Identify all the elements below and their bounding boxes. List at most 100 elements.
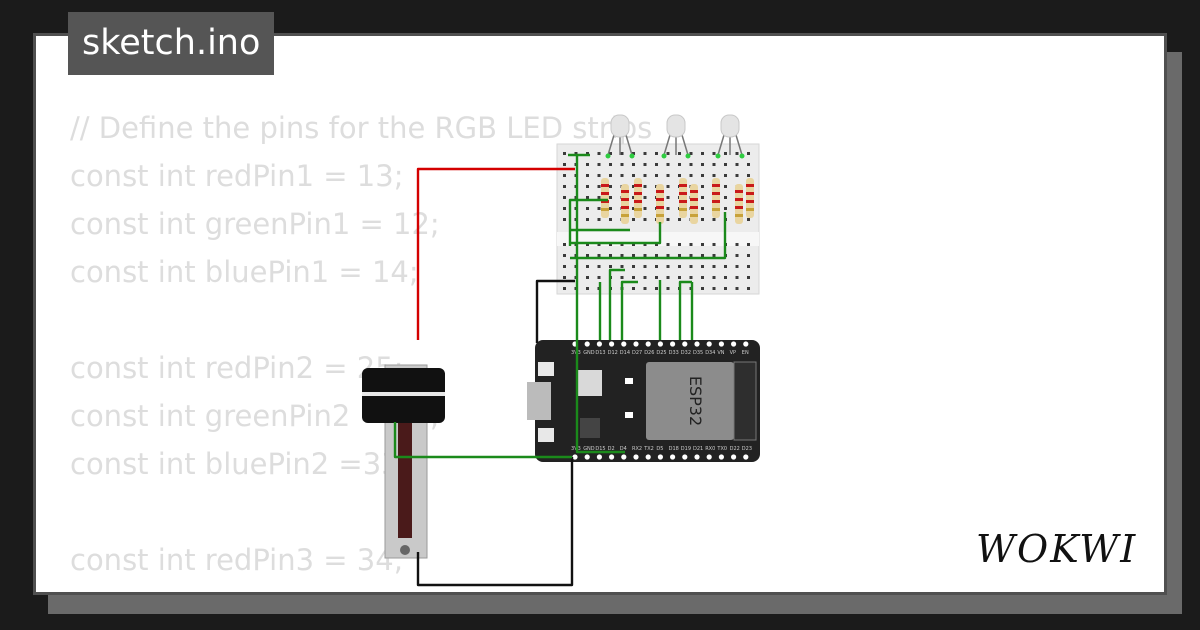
breadboard-hole xyxy=(678,152,681,155)
breadboard-hole xyxy=(597,174,601,177)
breadboard-hole xyxy=(643,152,647,155)
breadboard-hole xyxy=(666,163,670,166)
breadboard-hole xyxy=(735,243,739,246)
breadboard-hole xyxy=(724,174,727,177)
breadboard-hole xyxy=(701,185,704,188)
header-pin xyxy=(743,341,749,347)
header-pin xyxy=(584,454,590,460)
breadboard-hole xyxy=(609,196,612,199)
breadboard-hole xyxy=(666,152,670,155)
header-pin xyxy=(694,341,700,347)
breadboard-hole xyxy=(655,174,658,177)
breadboard-hole xyxy=(586,152,589,155)
breadboard-hole xyxy=(678,265,681,268)
breadboard-hole xyxy=(643,265,647,268)
breadboard-hole xyxy=(609,185,612,188)
chip-label: ESP32 xyxy=(686,376,705,426)
header-pin xyxy=(706,454,712,460)
breadboard-hole xyxy=(735,287,739,290)
breadboard-hole xyxy=(735,265,739,268)
breadboard-hole xyxy=(724,207,727,210)
breadboard-hole xyxy=(643,207,647,210)
breadboard-hole xyxy=(632,254,635,257)
pin-label: D2 xyxy=(608,446,615,452)
breadboard-hole xyxy=(597,185,601,188)
breadboard-hole xyxy=(563,218,566,221)
breadboard-hole xyxy=(735,254,739,257)
breadboard-hole xyxy=(678,174,681,177)
breadboard-hole xyxy=(620,174,624,177)
header-pin xyxy=(718,454,725,460)
pin-label: D14 xyxy=(620,350,630,356)
breadboard-hole xyxy=(712,218,716,221)
resistor xyxy=(634,178,642,218)
breadboard-hole xyxy=(666,265,670,268)
breadboard-hole xyxy=(724,152,727,155)
pin-label: D19 xyxy=(681,446,691,452)
resistor xyxy=(735,184,743,224)
breadboard-hole xyxy=(632,152,635,155)
breadboard-hole xyxy=(701,276,704,279)
breadboard-hole xyxy=(747,152,750,155)
breadboard-hole xyxy=(563,185,566,188)
wire-green xyxy=(570,222,662,245)
wire-black xyxy=(416,457,574,587)
breadboard-hole xyxy=(597,276,601,279)
breadboard-hole xyxy=(655,243,658,246)
breadboard-hole xyxy=(643,218,647,221)
breadboard-hole xyxy=(701,254,704,257)
pin-label: RX0 xyxy=(705,446,715,452)
header-pin xyxy=(572,454,578,460)
pin-label: D35 xyxy=(693,350,703,356)
wire-red xyxy=(416,167,575,340)
breadboard-hole xyxy=(597,265,601,268)
breadboard-hole xyxy=(632,196,635,199)
header-pin xyxy=(670,341,676,347)
pin-label: D25 xyxy=(656,350,666,356)
breadboard-hole xyxy=(712,152,716,155)
header-pin xyxy=(621,341,627,347)
breadboard-hole xyxy=(747,163,750,166)
breadboard-hole xyxy=(620,163,624,166)
pin-label: GND xyxy=(583,446,595,452)
breadboard-hole xyxy=(724,265,727,268)
breadboard-hole xyxy=(689,276,693,279)
file-tab[interactable]: sketch.ino xyxy=(68,12,275,75)
pin-label: D15 xyxy=(595,446,605,452)
breadboard-hole xyxy=(620,254,624,257)
header-pin xyxy=(743,454,749,460)
breadboard-hole xyxy=(701,243,704,246)
resistor xyxy=(690,184,698,224)
breadboard-hole xyxy=(586,185,589,188)
breadboard-hole xyxy=(747,287,750,290)
breadboard-hole xyxy=(586,243,589,246)
breadboard-hole xyxy=(609,163,612,166)
breadboard-hole xyxy=(735,163,739,166)
breadboard-hole xyxy=(609,207,612,210)
breadboard-hole xyxy=(724,287,727,290)
breadboard-hole xyxy=(747,276,750,279)
breadboard-hole xyxy=(689,163,693,166)
breadboard-hole xyxy=(563,243,566,246)
header-pin xyxy=(584,341,590,347)
breadboard-hole xyxy=(735,276,739,279)
pin-label: D21 xyxy=(693,446,703,452)
wire-green xyxy=(570,212,727,260)
breadboard-hole xyxy=(701,207,704,210)
header-pin xyxy=(596,454,603,460)
wire-green xyxy=(575,155,625,454)
breadboard-hole xyxy=(620,152,624,155)
breadboard-hole xyxy=(563,276,566,279)
breadboard-hole xyxy=(597,207,601,210)
breadboard-hole xyxy=(747,218,750,221)
pin-label: TX0 xyxy=(716,446,727,452)
breadboard-hole xyxy=(666,287,670,290)
code-line: const int greenPin3 = 32; xyxy=(70,584,652,592)
pin-label: D26 xyxy=(644,350,654,356)
breadboard-hole xyxy=(701,265,704,268)
rgb-led xyxy=(605,114,635,159)
breadboard-hole xyxy=(655,152,658,155)
pin-label: D34 xyxy=(705,350,715,356)
breadboard-hole xyxy=(643,276,647,279)
